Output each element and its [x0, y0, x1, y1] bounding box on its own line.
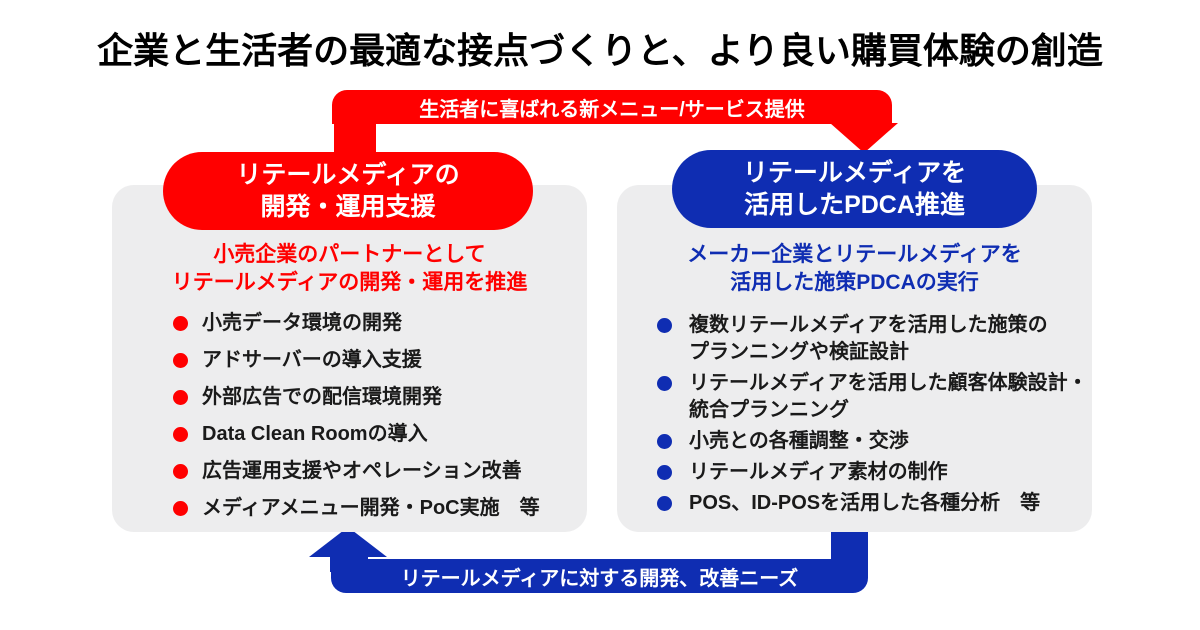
right-header-pill: リテールメディアを 活用したPDCA推進	[672, 150, 1037, 228]
bullet-dot-icon	[657, 318, 672, 333]
bottom-arrow-banner: リテールメディアに対する開発、改善ニーズ	[331, 559, 868, 593]
bullet-dot-icon	[657, 465, 672, 480]
bullet-label: リテールメディア素材の制作	[689, 461, 948, 483]
bottom-arrow-label: リテールメディアに対する開発、改善ニーズ	[400, 567, 799, 590]
bullet-item: 複数リテールメディアを活用した施策の プランニングや検証設計	[657, 312, 1088, 366]
bullet-label: POS、ID-POSを活用した各種分析 等	[689, 492, 1041, 514]
bullet-label: 広告運用支援やオペレーション改善	[202, 460, 522, 482]
bullet-dot-icon	[173, 390, 188, 405]
bullet-item: メディアメニュー開発・PoC実施 等	[173, 495, 540, 522]
bullet-dot-icon	[657, 434, 672, 449]
left-panel	[112, 185, 587, 532]
bullet-item: Data Clean Roomの導入	[173, 421, 540, 448]
bullet-label: Data Clean Roomの導入	[202, 423, 428, 445]
bullet-item: 小売との各種調整・交渉	[657, 428, 1088, 455]
bullet-dot-icon	[173, 427, 188, 442]
arrow-up-icon	[309, 527, 387, 557]
page-title: 企業と生活者の最適な接点づくりと、より良い購買体験の創造	[97, 30, 1103, 71]
bullet-item: アドサーバーの導入支援	[173, 347, 540, 374]
top-arrow-label: 生活者に喜ばれる新メニュー/サービス提供	[419, 98, 805, 121]
bullet-dot-icon	[657, 496, 672, 511]
bullet-dot-icon	[173, 464, 188, 479]
right-bullet-list: 複数リテールメディアを活用した施策の プランニングや検証設計 リテールメディアを…	[657, 312, 1088, 521]
bullet-label: 小売データ環境の開発	[202, 312, 402, 334]
top-arrow-banner: 生活者に喜ばれる新メニュー/サービス提供	[332, 90, 892, 124]
bullet-label: メディアメニュー開発・PoC実施 等	[202, 497, 540, 519]
left-bullet-list: 小売データ環境の開発 アドサーバーの導入支援 外部広告での配信環境開発 Data…	[173, 310, 540, 532]
right-panel	[617, 185, 1092, 532]
bullet-item: リテールメディア素材の制作	[657, 459, 1088, 486]
bullet-item: POS、ID-POSを活用した各種分析 等	[657, 490, 1088, 517]
bullet-dot-icon	[173, 501, 188, 516]
bullet-item: 外部広告での配信環境開発	[173, 384, 540, 411]
bullet-label: 複数リテールメディアを活用した施策の プランニングや検証設計	[689, 314, 1048, 363]
bullet-label: アドサーバーの導入支援	[202, 349, 422, 371]
bullet-item: リテールメディアを活用した顧客体験設計・ 統合プランニング	[657, 370, 1088, 424]
bullet-dot-icon	[173, 316, 188, 331]
arrow-down-icon	[830, 123, 898, 153]
bullet-label: 外部広告での配信環境開発	[202, 386, 442, 408]
left-header-pill: リテールメディアの 開発・運用支援	[163, 152, 533, 230]
left-subtitle: 小売企業のパートナーとして リテールメディアの開発・運用を推進	[171, 243, 528, 294]
bullet-item: 小売データ環境の開発	[173, 310, 540, 337]
bullet-label: リテールメディアを活用した顧客体験設計・ 統合プランニング	[689, 372, 1088, 421]
right-subtitle: メーカー企業とリテールメディアを 活用した施策PDCAの実行	[687, 243, 1022, 294]
bullet-item: 広告運用支援やオペレーション改善	[173, 458, 540, 485]
bullet-dot-icon	[173, 353, 188, 368]
bullet-label: 小売との各種調整・交渉	[689, 430, 909, 452]
bullet-dot-icon	[657, 376, 672, 391]
